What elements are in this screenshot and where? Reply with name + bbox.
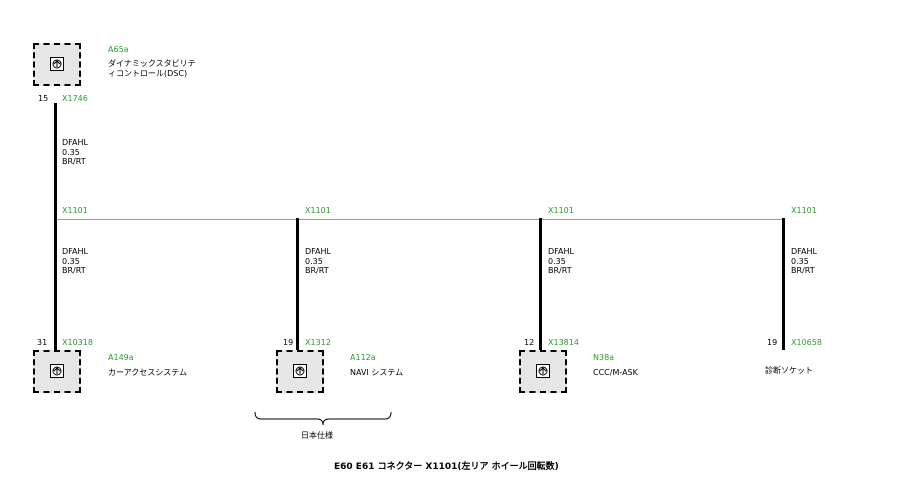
branch-4-wire-color: BR/RT: [791, 266, 815, 275]
dsc-pin-number: 15: [38, 94, 49, 103]
branch-3-connector-label: X13814: [548, 338, 579, 347]
bus-node-3: [539, 218, 542, 221]
branch-3-pin-number: 12: [524, 338, 535, 347]
bus-node-4: [782, 218, 785, 221]
branch-1-pin-number: 31: [37, 338, 48, 347]
dsc-module-id: A65a: [108, 45, 129, 54]
branch-1-module-box: [33, 350, 81, 393]
branch-1-wire-color: BR/RT: [62, 266, 86, 275]
branch-3-wire-code: DFAHL: [548, 247, 574, 256]
branch-1-module-id: A149a: [108, 353, 134, 362]
dsc-wire-color: BR/RT: [62, 157, 86, 166]
branch-2-pin-number: 19: [283, 338, 294, 347]
branch-2-wire-color: BR/RT: [305, 266, 329, 275]
ecu-icon: [50, 364, 64, 378]
branch-1-wire-code: DFAHL: [62, 247, 88, 256]
branch-2-wire: [296, 220, 299, 350]
bus-line-x1101: [55, 219, 785, 220]
branch-2-module-box: [276, 350, 324, 393]
dsc-module-box: [33, 43, 81, 86]
branch-1-connector-label: X10318: [62, 338, 93, 347]
branch-3-module-box: [519, 350, 567, 393]
branch-4-socket-name: 診断ソケット: [765, 366, 813, 375]
branch-2-wire-code: DFAHL: [305, 247, 331, 256]
branch-1-module-name: カーアクセスシステム: [108, 368, 188, 377]
bus-label-2: X1101: [305, 206, 331, 215]
branch-2-module-id: A112a: [350, 353, 376, 362]
dsc-connector-label: X1746: [62, 94, 88, 103]
branch-4-wire-code: DFAHL: [791, 247, 817, 256]
branch-3-wire-size: 0.35: [548, 257, 566, 266]
bus-node-2: [296, 218, 299, 221]
branch-2-connector-label: X1312: [305, 338, 331, 347]
ecu-icon: [536, 364, 550, 378]
bus-label-3: X1101: [548, 206, 574, 215]
region-brace: [254, 411, 392, 426]
branch-3-module-id: N38a: [593, 353, 615, 362]
branch-4-wire: [782, 220, 785, 350]
dsc-module-name-line1: ダイナミックスタビリテ: [108, 59, 196, 68]
dsc-wire: [54, 103, 57, 220]
bus-label-4: X1101: [791, 206, 817, 215]
branch-3-wire-color: BR/RT: [548, 266, 572, 275]
bus-node-1: [54, 218, 57, 221]
branch-4-wire-size: 0.35: [791, 257, 809, 266]
brace-label: 日本仕様: [301, 431, 333, 440]
branch-1-wire-size: 0.35: [62, 257, 80, 266]
branch-4-connector-label: X10658: [791, 338, 822, 347]
branch-2-wire-size: 0.35: [305, 257, 323, 266]
ecu-icon: [293, 364, 307, 378]
ecu-icon: [50, 57, 64, 71]
branch-4-pin-number: 19: [767, 338, 778, 347]
dsc-wire-code: DFAHL: [62, 138, 88, 147]
branch-3-wire: [539, 220, 542, 350]
branch-2-module-name: NAVI システム: [350, 368, 404, 377]
dsc-wire-size: 0.35: [62, 148, 80, 157]
dsc-module-name-line2: ィコントロール(DSC): [108, 69, 188, 78]
branch-1-wire: [54, 220, 57, 350]
branch-3-module-name: CCC/M-ASK: [593, 368, 638, 377]
diagram-title: E60 E61 コネクター X1101(左リア ホイール回転数): [334, 462, 559, 472]
bus-label-1: X1101: [62, 206, 88, 215]
